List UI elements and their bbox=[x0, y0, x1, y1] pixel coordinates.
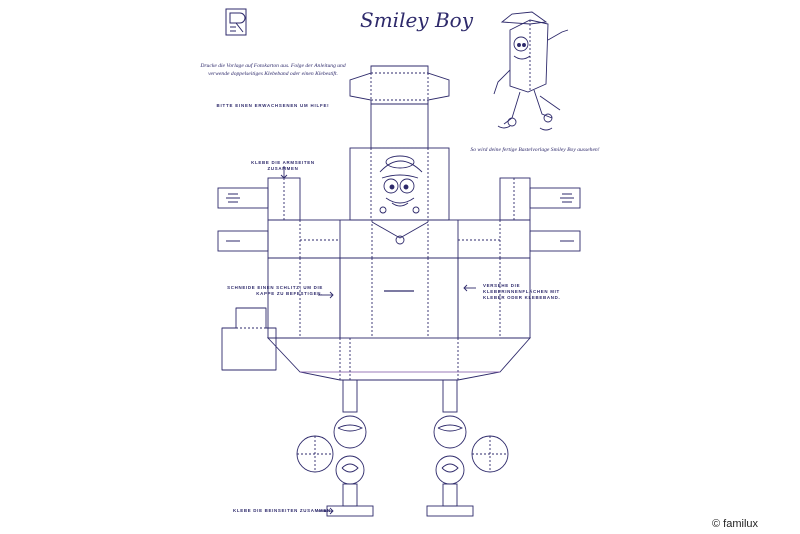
smiley-face-illustration bbox=[379, 155, 423, 214]
adult-help-warning: BITTE EINEN ERWACHSENEN UM HILFE! bbox=[216, 103, 330, 108]
copyright-notice: © familux bbox=[712, 518, 759, 530]
instruction-slit: SCHNEIDE EINEN SCHLITZ, UM DIE KAPPE ZU … bbox=[227, 285, 323, 296]
head-cutout bbox=[349, 65, 450, 221]
preview-caption: So wird deine fertige Bastelvorlage Smil… bbox=[470, 147, 600, 153]
torso-cutout bbox=[217, 177, 581, 381]
instruction-arms: KLEBE DIE ARMSEITEN ZUSAMMEN bbox=[251, 160, 315, 171]
brand-logo-icon bbox=[225, 8, 247, 36]
arrow-icon bbox=[280, 166, 476, 515]
page-title: Smiley Boy bbox=[360, 8, 473, 32]
left-leg-cutout bbox=[296, 379, 374, 517]
intro-text: Drucke die Vorlage auf Fotokarton aus. F… bbox=[200, 63, 346, 77]
finished-figure-illustration bbox=[493, 11, 569, 131]
right-leg-cutout bbox=[426, 379, 509, 517]
instruction-legs: KLEBE DIE BEINSEITEN ZUSAMMEN. bbox=[233, 508, 333, 513]
cap-cutout bbox=[221, 307, 277, 371]
instruction-glue: VERSEHE DIE KLEBERINNENFLÄCHEN MIT KLEBE… bbox=[483, 283, 561, 300]
